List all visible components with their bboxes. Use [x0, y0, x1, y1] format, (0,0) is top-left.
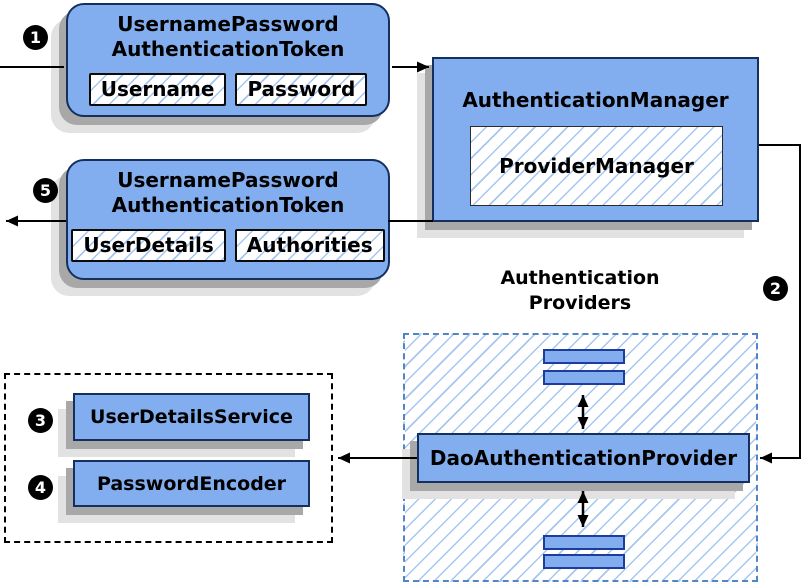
step-5-badge: 5 [33, 178, 58, 203]
provider-stack-bar [543, 349, 625, 364]
provider-stack-bar [543, 535, 625, 550]
password-encoder-box: PasswordEncoder [73, 460, 310, 507]
password-chip: Password [235, 73, 368, 106]
authentication-manager-title: AuthenticationManager [462, 88, 729, 112]
provider-stack-bar [543, 370, 625, 385]
user-details-service-box: UserDetailsService [73, 393, 310, 441]
username-chip: Username [88, 73, 227, 106]
response-token-box: UsernamePassword AuthenticationToken Use… [66, 159, 390, 280]
authentication-manager-box: AuthenticationManager ProviderManager [432, 57, 759, 222]
step-3-badge: 3 [28, 408, 53, 433]
request-token-box: UsernamePassword AuthenticationToken Use… [66, 3, 390, 117]
step-2-badge: 2 [763, 276, 788, 301]
request-token-fields: Username Password [88, 73, 368, 106]
provider-stack-bar [543, 554, 625, 569]
response-token-title: UsernamePassword AuthenticationToken [111, 168, 345, 217]
step-1-badge: 1 [23, 25, 48, 50]
authorities-chip: Authorities [234, 229, 385, 262]
providers-heading: Authentication Providers [500, 267, 660, 314]
manager-to-provider-arrow [759, 144, 801, 464]
dao-authentication-provider-box: DaoAuthenticationProvider [417, 433, 750, 483]
provider-manager-box: ProviderManager [470, 126, 723, 206]
request-token-title: UsernamePassword AuthenticationToken [111, 12, 345, 61]
step-4-badge: 4 [28, 475, 53, 500]
response-token-fields: UserDetails Authorities [71, 229, 385, 262]
userdetails-chip: UserDetails [71, 229, 226, 262]
